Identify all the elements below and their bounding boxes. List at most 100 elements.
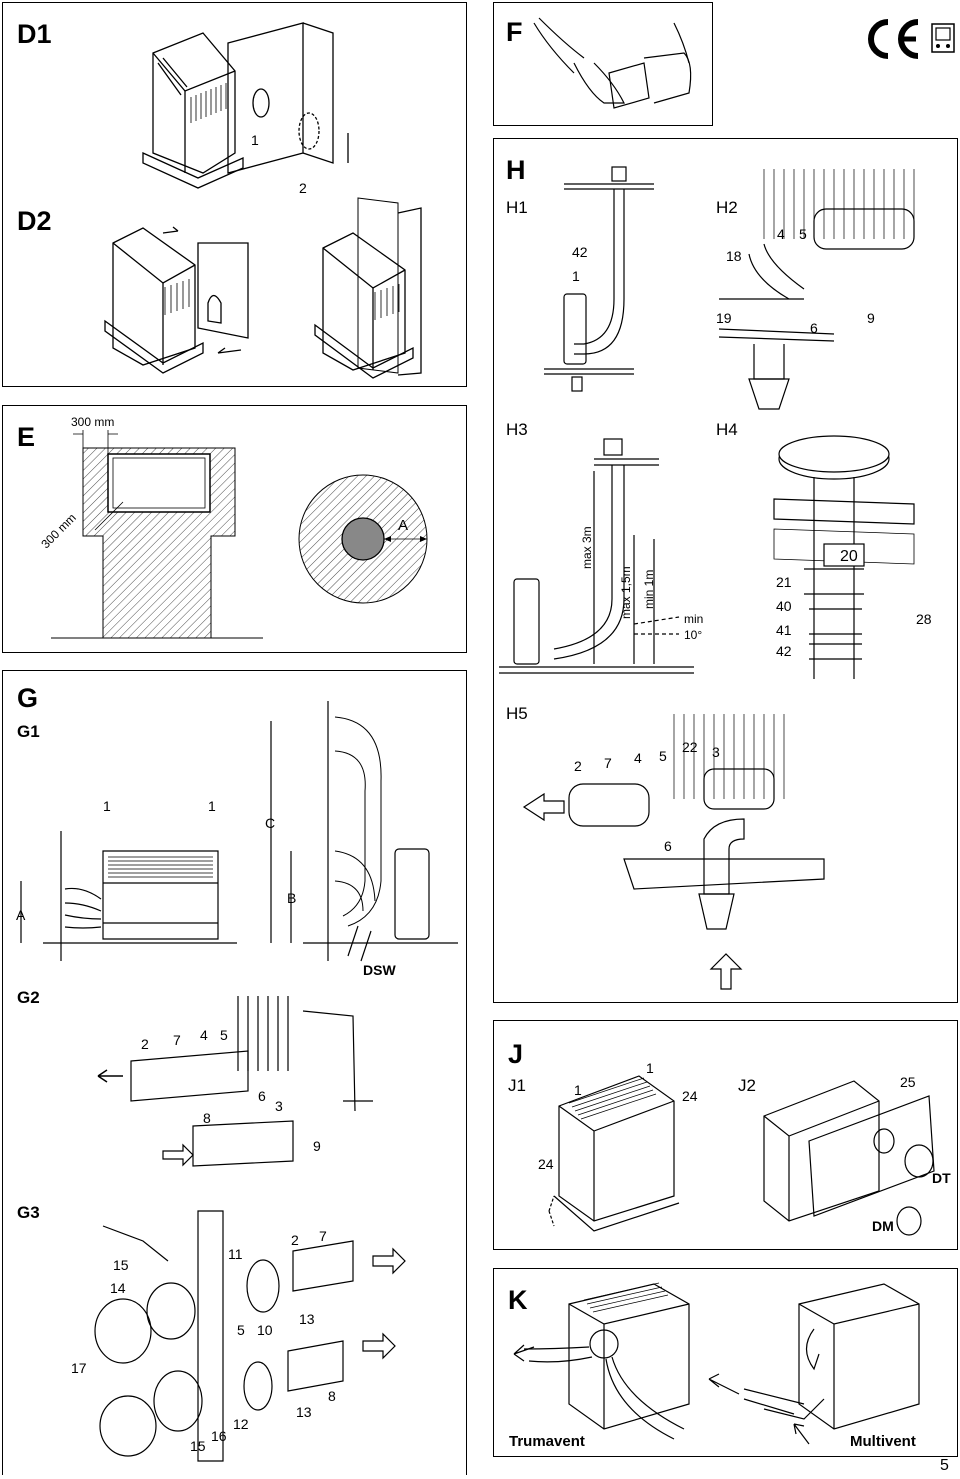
g2-callout-4: 4 bbox=[200, 1027, 208, 1043]
panel-j-title: J bbox=[508, 1039, 524, 1069]
heater-wall-mount-illustration bbox=[104, 22, 422, 379]
g3-callout-8: 8 bbox=[328, 1388, 336, 1404]
g3-callout-2: 2 bbox=[291, 1232, 299, 1248]
h4-callout-28: 28 bbox=[916, 611, 932, 627]
h3-max3m: max 3m bbox=[580, 526, 594, 569]
j1-callout-1b: 1 bbox=[646, 1060, 654, 1076]
h4-callout-41: 41 bbox=[776, 622, 792, 638]
j2-callout-dt: DT bbox=[932, 1170, 951, 1186]
g1-callout-1a: 1 bbox=[103, 798, 111, 814]
g1-callout-c: C bbox=[265, 815, 276, 831]
h5-callout-7: 7 bbox=[604, 755, 612, 771]
j1-callout-24b: 24 bbox=[538, 1156, 554, 1172]
h5-callout-3: 3 bbox=[712, 744, 720, 760]
panel-j: J J1 J2 1 1 24 24 25 DT DM bbox=[493, 1020, 958, 1250]
air-distribution-illustration bbox=[513, 1282, 920, 1445]
panel-f-title: F bbox=[506, 17, 523, 47]
k-left-caption: Trumavent bbox=[509, 1433, 585, 1450]
g2-label: G2 bbox=[17, 988, 40, 1007]
g2-callout-2: 2 bbox=[141, 1036, 149, 1052]
h1-label: H1 bbox=[506, 198, 528, 217]
d-callout-1: 1 bbox=[251, 132, 259, 148]
g1-callout-a: A bbox=[16, 907, 26, 923]
j1-callout-24a: 24 bbox=[682, 1088, 698, 1104]
panel-k-title: K bbox=[508, 1285, 528, 1315]
panel-d2-title: D2 bbox=[17, 206, 52, 236]
h2-callout-9: 9 bbox=[867, 310, 875, 326]
h5-callout-6: 6 bbox=[664, 838, 672, 854]
k-right-caption: Multivent bbox=[850, 1433, 916, 1450]
h4-callout-40: 40 bbox=[776, 598, 792, 614]
g3-callout-5: 5 bbox=[237, 1322, 245, 1338]
panel-d: D1 D2 bbox=[2, 2, 467, 387]
h4-label: H4 bbox=[716, 420, 738, 439]
j2-callout-25: 25 bbox=[900, 1074, 916, 1090]
j2-callout-dm: DM bbox=[872, 1218, 894, 1234]
e-dim-top: 300 mm bbox=[71, 415, 115, 429]
g2-callout-3: 3 bbox=[275, 1098, 283, 1114]
j1-callout-1a: 1 bbox=[574, 1082, 582, 1098]
h2-callout-4: 4 bbox=[777, 226, 785, 242]
g3-callout-11: 11 bbox=[228, 1246, 243, 1262]
g3-callout-12: 12 bbox=[233, 1416, 249, 1432]
hose-connection-illustration bbox=[533, 17, 692, 109]
g1-label: G1 bbox=[17, 722, 40, 741]
g3-callout-17: 17 bbox=[71, 1360, 87, 1376]
h4-callout-42: 42 bbox=[776, 643, 792, 659]
h2-callout-6: 6 bbox=[810, 320, 818, 336]
h2-callout-19: 19 bbox=[716, 310, 732, 326]
g3-callout-7: 7 bbox=[319, 1228, 327, 1244]
page-number: 5 bbox=[940, 1457, 949, 1474]
h3-label: H3 bbox=[506, 420, 528, 439]
panel-h: H H1 H2 H3 H4 H5 bbox=[493, 138, 958, 1003]
h4-callout-20: 20 bbox=[840, 548, 858, 565]
h2-label: H2 bbox=[716, 198, 738, 217]
panel-f: F bbox=[493, 2, 713, 126]
g3-callout-14: 14 bbox=[110, 1280, 126, 1296]
panel-e-title: E bbox=[17, 422, 36, 452]
h4-callout-21: 21 bbox=[776, 574, 792, 590]
roof-chimney-installation-illustration bbox=[499, 166, 915, 990]
panel-g: G G1 G2 G3 bbox=[2, 670, 467, 1475]
h5-callout-2: 2 bbox=[574, 758, 582, 774]
g1-callout-b: B bbox=[287, 890, 297, 906]
h5-callout-22: 22 bbox=[682, 739, 698, 755]
panel-d1-title: D1 bbox=[17, 19, 52, 49]
g2-callout-9: 9 bbox=[313, 1138, 321, 1154]
h1-callout-42: 42 bbox=[572, 244, 588, 260]
heater-fixing-illustration bbox=[548, 1075, 935, 1236]
h5-callout-5: 5 bbox=[659, 748, 667, 764]
g3-label: G3 bbox=[17, 1203, 40, 1222]
ventilation-ducting-illustration bbox=[20, 701, 458, 1462]
h3-min: min bbox=[684, 612, 704, 626]
g2-callout-6: 6 bbox=[258, 1088, 266, 1104]
h5-callout-4: 4 bbox=[634, 750, 642, 766]
h1-callout-1: 1 bbox=[572, 268, 580, 284]
g3-callout-13b: 13 bbox=[296, 1404, 312, 1420]
g3-callout-16: 16 bbox=[211, 1428, 227, 1444]
panel-g-title: G bbox=[17, 683, 39, 713]
g2-callout-5: 5 bbox=[220, 1027, 228, 1043]
j2-label: J2 bbox=[738, 1076, 756, 1095]
e-dim-a: A bbox=[398, 517, 409, 534]
h5-label: H5 bbox=[506, 704, 528, 723]
h3-10deg: 10° bbox=[684, 628, 703, 642]
g3-callout-13a: 13 bbox=[299, 1311, 315, 1327]
d-callout-2: 2 bbox=[299, 180, 307, 196]
ce-mark-logo bbox=[868, 19, 955, 59]
clearance-diagram bbox=[51, 430, 428, 639]
g1-callout-dsw: DSW bbox=[363, 962, 396, 978]
j1-label: J1 bbox=[508, 1076, 526, 1095]
g2-callout-7: 7 bbox=[173, 1032, 181, 1048]
panel-k: K Trumavent Multivent bbox=[493, 1268, 958, 1457]
g1-callout-1b: 1 bbox=[208, 798, 216, 814]
h2-callout-5: 5 bbox=[799, 226, 807, 242]
panel-h-title: H bbox=[506, 155, 526, 185]
g3-callout-10: 10 bbox=[257, 1322, 273, 1338]
g3-callout-15b: 15 bbox=[190, 1438, 206, 1454]
g2-callout-8: 8 bbox=[203, 1110, 211, 1126]
h3-max15m: max 1,5m bbox=[619, 566, 633, 619]
panel-e: E 300 mm 300 mm A bbox=[2, 405, 467, 653]
h3-min1m: min 1m bbox=[642, 569, 656, 609]
g3-callout-15a: 15 bbox=[113, 1257, 129, 1273]
